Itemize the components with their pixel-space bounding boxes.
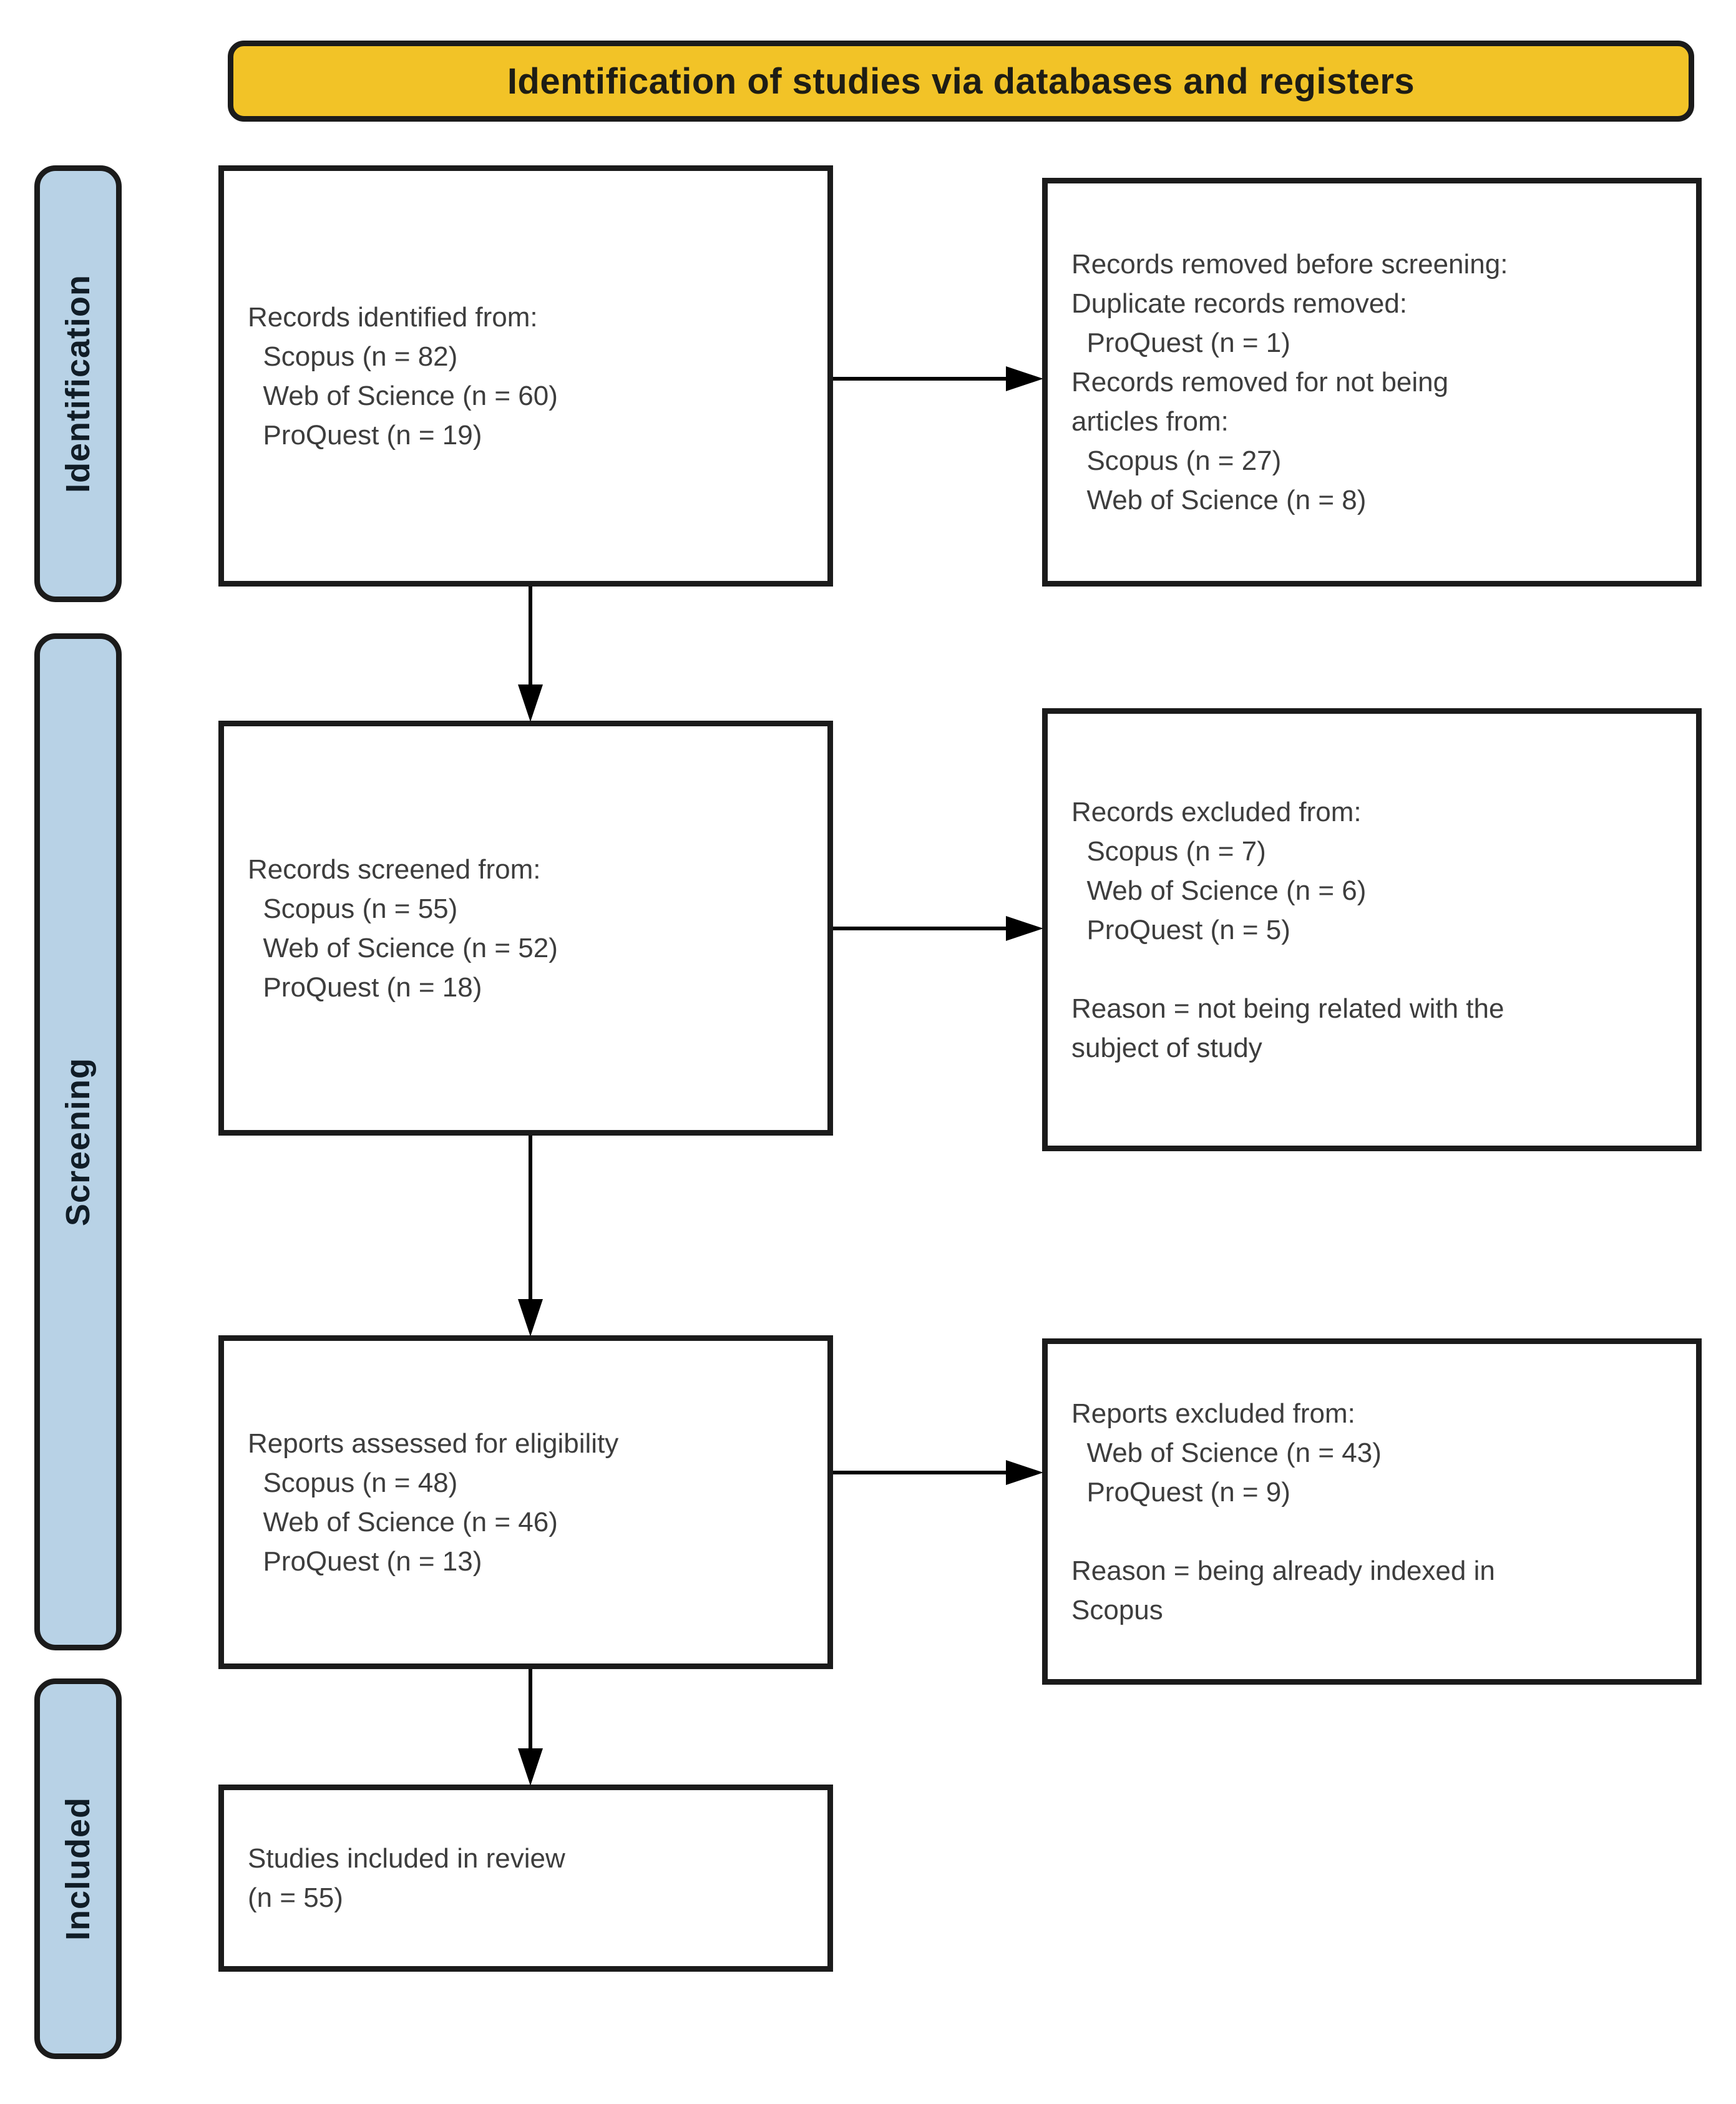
arrow-head-down-icon (518, 1299, 543, 1337)
box-reports-assessed: Reports assessed for eligibility Scopus … (218, 1335, 833, 1669)
arrow-head-right-icon (1006, 366, 1043, 391)
box-reports-assessed-text: Reports assessed for eligibility Scopus … (248, 1428, 619, 1577)
box-records-removed-before-screening-text: Records removed before screening: Duplic… (1071, 249, 1508, 515)
arrow-shaft (833, 377, 1008, 381)
box-records-screened-text: Records screened from: Scopus (n = 55) W… (248, 854, 558, 1003)
arrow-shaft (833, 927, 1008, 930)
stage-label-included: Included (59, 1796, 97, 1941)
stage-bar-screening: Screening (34, 633, 122, 1650)
box-records-excluded-text: Records excluded from: Scopus (n = 7) We… (1071, 796, 1504, 1063)
box-records-screened: Records screened from: Scopus (n = 55) W… (218, 721, 833, 1136)
arrow-head-right-icon (1006, 916, 1043, 941)
arrow-down-screened-to-assessed-icon (518, 1136, 543, 1337)
arrow-right-identified-to-removed-icon (833, 366, 1043, 391)
stage-bar-identification: Identification (34, 165, 122, 602)
arrow-head-down-icon (518, 1748, 543, 1786)
arrow-right-assessed-to-excluded-icon (833, 1460, 1043, 1485)
arrow-shaft (529, 1669, 532, 1751)
box-studies-included-text: Studies included in review (n = 55) (248, 1843, 565, 1913)
arrow-shaft (529, 587, 532, 687)
title-banner-label: Identification of studies via databases … (507, 61, 1415, 102)
box-records-excluded: Records excluded from: Scopus (n = 7) We… (1042, 708, 1702, 1151)
box-records-identified-text: Records identified from: Scopus (n = 82)… (248, 301, 558, 451)
box-records-removed-before-screening: Records removed before screening: Duplic… (1042, 178, 1702, 587)
arrow-head-down-icon (518, 684, 543, 722)
stage-label-screening: Screening (59, 1057, 97, 1227)
arrow-head-right-icon (1006, 1460, 1043, 1485)
box-reports-excluded: Reports excluded from: Web of Science (n… (1042, 1338, 1702, 1685)
box-studies-included: Studies included in review (n = 55) (218, 1785, 833, 1972)
arrow-down-assessed-to-included-icon (518, 1669, 543, 1786)
arrow-shaft (529, 1136, 532, 1302)
arrow-down-identified-to-screened-icon (518, 587, 543, 722)
arrow-shaft (833, 1471, 1008, 1474)
box-reports-excluded-text: Reports excluded from: Web of Science (n… (1071, 1398, 1495, 1625)
arrow-right-screened-to-excluded-icon (833, 916, 1043, 941)
box-records-identified: Records identified from: Scopus (n = 82)… (218, 165, 833, 587)
stage-bar-included: Included (34, 1678, 122, 2059)
stage-label-identification: Identification (59, 275, 97, 493)
title-banner: Identification of studies via databases … (228, 41, 1694, 122)
